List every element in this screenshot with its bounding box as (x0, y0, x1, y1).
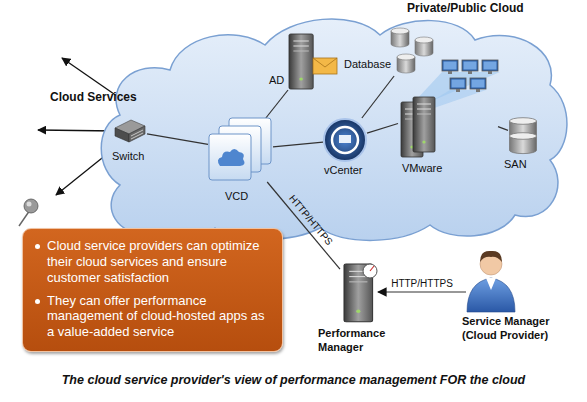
vmware-icon: VMware (398, 58, 498, 158)
icon-label: VCD (225, 190, 248, 202)
vm-monitor (482, 60, 498, 74)
connector-line (273, 142, 323, 147)
connector-line (147, 134, 208, 144)
vm-monitor (450, 78, 466, 92)
server-tower (401, 102, 423, 157)
icon-label: AD (269, 74, 284, 86)
vm-monitor (462, 60, 478, 74)
connector-line (266, 90, 288, 118)
vcd-card (209, 134, 251, 180)
db-cylinder (415, 37, 433, 56)
san-disk (510, 133, 537, 154)
person-head (480, 253, 502, 275)
gauge-needle (370, 266, 374, 271)
cloud-region: Private/Public CloudADDatabaseSwitchVCDv… (95, 10, 565, 245)
edge-label: HTTP/HTTPS (287, 193, 335, 247)
figure-caption: The cloud service provider's view of per… (0, 373, 587, 387)
cloud-heading: Private/Public Cloud (407, 1, 524, 15)
vcd-icon (209, 118, 271, 180)
connector-line (367, 124, 398, 134)
gauge-dial (363, 264, 377, 278)
vcd-cloud-symbol (218, 149, 245, 166)
connector-line (498, 127, 508, 131)
vcenter-icon: vCenter (323, 118, 367, 162)
connector-line (267, 182, 340, 269)
performance-manager-icon (344, 264, 377, 322)
switch-front (115, 128, 129, 142)
vcenter-disc (324, 119, 366, 161)
icon-label: Performance Manager (318, 326, 398, 354)
db-cylinder (391, 28, 409, 47)
server-icon: Performance Manager (340, 262, 378, 322)
cloud-outline (95, 10, 565, 245)
database-icon: Database (390, 28, 435, 76)
free-label: Cloud Services (50, 90, 137, 104)
vm-beam (420, 90, 486, 108)
san-icon: SAN (508, 118, 538, 154)
vcenter-screen (339, 135, 351, 143)
person-collar (486, 278, 496, 290)
envelope-flap (313, 58, 337, 67)
icon-label: VMware (402, 162, 442, 174)
switch-top (115, 120, 145, 134)
icon-label: Database (344, 58, 391, 70)
vcd-card (219, 126, 261, 172)
person-icon: Service Manager (Cloud Provider) (466, 250, 516, 334)
vcd-card (229, 118, 271, 164)
switch-side (129, 126, 145, 142)
vmware-icon (401, 60, 500, 157)
vm-monitor (470, 78, 486, 92)
connector-line (378, 291, 466, 292)
switch-ports (131, 130, 143, 139)
pushpin-symbol (19, 199, 38, 226)
san-disk (510, 118, 537, 139)
bullet-text: They can offer performance management of… (35, 293, 272, 341)
server-tower (413, 97, 435, 152)
database-icon (391, 28, 433, 73)
switch-icon (115, 120, 145, 142)
pin-highlight (27, 202, 32, 207)
ad-server-icon (289, 34, 337, 89)
pin-needle (19, 210, 30, 226)
icon-label: Service Manager (Cloud Provider) (462, 314, 558, 342)
pin-head (24, 199, 38, 213)
db-cylinder (397, 54, 415, 73)
server-tower (344, 264, 373, 322)
server-tower (289, 34, 313, 89)
icon-label: Switch (112, 150, 144, 162)
vcenter-ring (332, 127, 358, 153)
connector-line (362, 76, 394, 118)
mail-envelope (313, 58, 337, 74)
service-manager-icon (467, 251, 515, 312)
cloud-shape (101, 19, 567, 240)
person-body (467, 278, 515, 312)
bullet-text: Cloud service providers can optimize the… (35, 238, 272, 286)
vcenter-icon (324, 119, 366, 161)
vcd-icon: VCD (208, 118, 273, 182)
vm-monitor (442, 60, 458, 74)
server-icon: AD (285, 32, 337, 90)
switch-icon: Switch (113, 118, 147, 144)
icon-label: SAN (504, 158, 527, 170)
icon-label: vCenter (324, 164, 363, 176)
person-hair (480, 251, 502, 262)
vm-beam (416, 72, 500, 100)
san-icon (510, 118, 537, 154)
edge-label: HTTP/HTTPS (391, 278, 453, 289)
callout-box: Cloud service providers can optimize the… (22, 228, 283, 352)
